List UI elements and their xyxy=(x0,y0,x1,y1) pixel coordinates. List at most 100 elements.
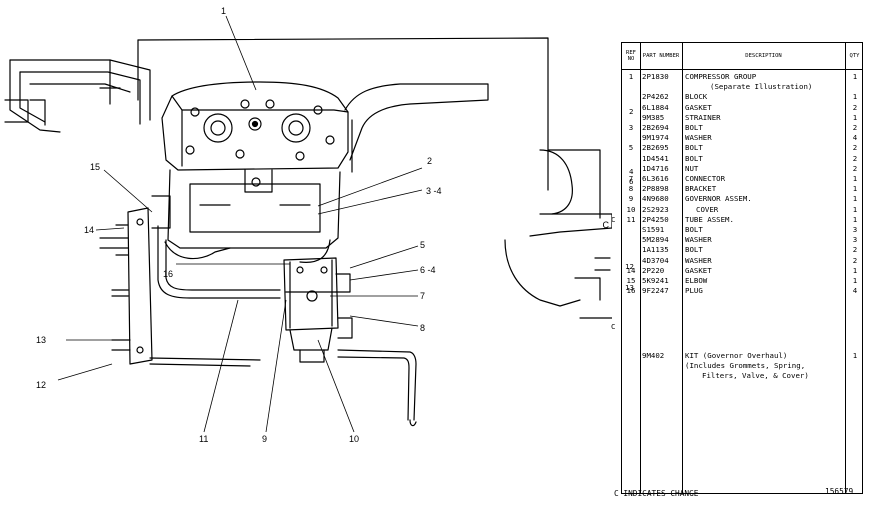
part-number-cell: 1D4541 xyxy=(642,153,669,163)
callout-11: 11 xyxy=(199,434,208,444)
part-number-cell: 1D4716 xyxy=(642,163,669,173)
part-number-cell: 2P8898 xyxy=(642,184,669,194)
ref-no-cell: 10 xyxy=(626,204,636,214)
qty-cell: 2 xyxy=(852,153,858,163)
qty-cell: 1 xyxy=(852,194,858,204)
qty-cell: 1 xyxy=(852,92,858,102)
part-number-cell: 6L3616 xyxy=(642,174,669,183)
ref-no-cell: 15 xyxy=(626,276,636,285)
change-marker-row-9: C xyxy=(611,215,616,224)
group-ref-12: 12 xyxy=(625,262,634,271)
kit-description-line-3: Filters, Valve, & Cover) xyxy=(702,371,809,380)
part-number-cell: 4N9680 xyxy=(642,194,669,204)
figure-number: 156579 xyxy=(825,487,854,496)
description-cell: BRACKET xyxy=(685,184,717,194)
header-ref-no: REF NO xyxy=(626,49,636,63)
part-number-cell: 9M1974 xyxy=(642,133,669,143)
description-cell: GOVERNOR ASSEM. xyxy=(685,194,752,204)
description-cell: BOLT xyxy=(685,123,703,132)
description-cell: WASHER xyxy=(685,235,712,245)
callout-13: 13 xyxy=(36,335,46,345)
qty-cell: 2 xyxy=(852,123,858,132)
description-cell: WASHER xyxy=(685,255,712,265)
qty-cell: 4 xyxy=(852,286,858,296)
description-cell: TUBE ASSEM. xyxy=(685,214,734,224)
ref-no-cell: 9 xyxy=(628,194,634,204)
part-number-cell: 6L1884 xyxy=(642,102,669,112)
callout-15: 15 xyxy=(90,162,100,172)
callout-8: 8 xyxy=(420,323,425,333)
description-cell: COMPRESSOR GROUP xyxy=(685,72,757,81)
part-number-cell: 2B2694 xyxy=(642,123,669,132)
kit-qty: 1 xyxy=(852,351,858,360)
callout-3-4: 3 -4 xyxy=(426,186,442,196)
qty-cell: 1 xyxy=(852,265,858,275)
part-number-cell: 2P1830 xyxy=(642,72,669,81)
ref-no-cell: 16 xyxy=(626,286,636,296)
description-cell: COVER xyxy=(696,204,719,214)
callout-14: 14 xyxy=(84,225,94,235)
callout-7: 7 xyxy=(420,291,425,301)
qty-cell: 1 xyxy=(852,174,858,183)
part-number-cell: 1A1135 xyxy=(642,245,669,255)
part-number-cell: 2S2923 xyxy=(642,204,669,214)
description-cell: STRAINER xyxy=(685,112,721,122)
header-part-number: PART NUMBER xyxy=(642,52,680,59)
table-row: 15 5K9241 ELBOW 1 xyxy=(622,276,862,286)
description-cell: ELBOW xyxy=(685,276,708,285)
qty-cell: 1 xyxy=(852,184,858,194)
description-cell: GASKET xyxy=(685,102,712,112)
qty-cell: 1 xyxy=(852,214,858,224)
qty-cell: 2 xyxy=(852,163,858,173)
callout-16: 16 xyxy=(163,269,173,279)
description-cell: NUT xyxy=(685,163,699,173)
ref-no-cell: 1 xyxy=(628,72,634,81)
header-description: DESCRIPTION xyxy=(745,52,782,59)
kit-row: 9M402 KIT (Governor Overhaul) 1 xyxy=(622,351,862,361)
qty-cell: 2 xyxy=(852,143,858,153)
callout-12: 12 xyxy=(36,380,46,390)
table-row: 1D4541 BOLT 2 xyxy=(622,154,862,164)
change-marker-drawing: C xyxy=(603,220,610,230)
qty-cell: 2 xyxy=(852,255,858,265)
description-cell: BOLT xyxy=(685,245,703,255)
qty-cell: 1 xyxy=(852,204,858,214)
part-number-cell: 5M2894 xyxy=(642,235,669,245)
description-cell: BOLT xyxy=(685,143,703,153)
table-row: 9M1974 WASHER 4 xyxy=(622,133,862,143)
parts-list-table: REF NO PART NUMBER DESCRIPTION QTY 1 2P18… xyxy=(621,42,863,494)
group-ref-13: 13 xyxy=(625,283,634,292)
part-number-cell: 2P4262 xyxy=(642,92,669,102)
kit-description: KIT (Governor Overhaul) xyxy=(685,351,788,360)
kit-description-line-2: (Includes Grommets, Spring, xyxy=(685,361,806,370)
qty-cell: 1 xyxy=(852,276,858,285)
description-cell: WASHER xyxy=(685,133,712,143)
description-cell: CONNECTOR xyxy=(685,174,726,183)
header-qty: QTY xyxy=(849,52,860,59)
description-cell: BOLT xyxy=(685,153,703,163)
qty-cell: 1 xyxy=(852,72,858,81)
change-marker-row-16: C xyxy=(611,322,616,331)
part-number-cell: 5K9241 xyxy=(642,276,669,285)
qty-cell: 3 xyxy=(852,225,858,234)
part-number-cell: S1591 xyxy=(642,225,665,234)
callout-1: 1 xyxy=(221,6,226,16)
callout-6-4: 6 -4 xyxy=(420,265,436,275)
table-row: 1D4716 NUT 2 xyxy=(622,164,862,174)
callout-2: 2 xyxy=(427,156,432,166)
callout-5: 5 xyxy=(420,240,425,250)
qty-cell: 4 xyxy=(852,133,858,143)
description-cell: PLUG xyxy=(685,286,703,296)
